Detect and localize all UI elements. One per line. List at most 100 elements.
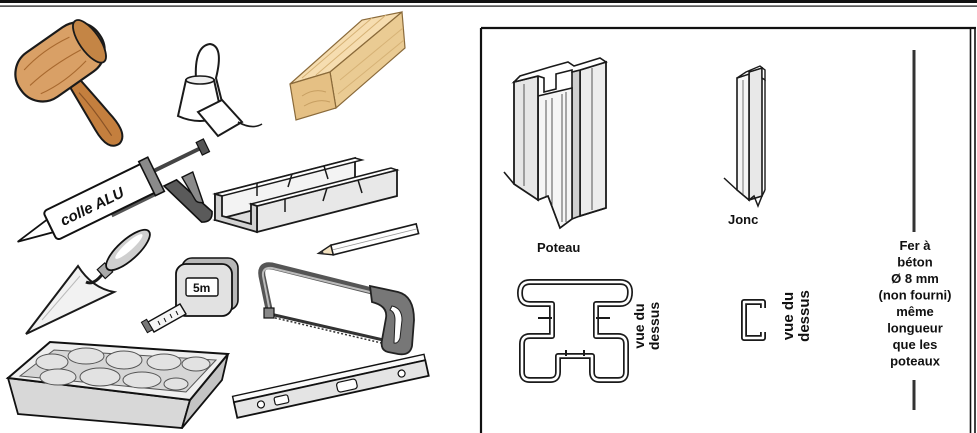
post-right-face bbox=[579, 60, 607, 218]
caulking-gun-frame bbox=[137, 156, 166, 197]
wood-beam-rings bbox=[301, 90, 331, 107]
trowel-handle-highlight bbox=[115, 234, 143, 259]
rebar-note-line: longueur bbox=[887, 321, 943, 336]
post-channel-lines bbox=[523, 68, 593, 222]
miter-box-front-slots bbox=[284, 179, 363, 212]
miter-box-end bbox=[214, 192, 258, 234]
trowel-handle-group bbox=[96, 228, 151, 280]
mortar-lump bbox=[181, 356, 211, 372]
post-label: Poteau bbox=[537, 240, 580, 255]
mallet bbox=[14, 19, 124, 147]
plumb-bob bbox=[176, 42, 263, 138]
mortar-lump bbox=[146, 353, 182, 371]
pencil-facet bbox=[331, 228, 418, 251]
rod-channel-label: Jonc bbox=[728, 212, 758, 227]
rebar-note-line: même bbox=[896, 304, 934, 319]
hacksaw bbox=[258, 262, 415, 356]
rod-channel-back bbox=[748, 66, 763, 202]
tape-measure-ticks bbox=[157, 310, 179, 326]
rod-channel-3d-view bbox=[723, 65, 766, 209]
rebar-note-line: que les bbox=[893, 337, 938, 352]
rod-channel-section-inner bbox=[742, 300, 765, 340]
top-border-thin-line bbox=[0, 5, 977, 7]
rod-channel-top-view-label-line-2: dessus bbox=[796, 290, 813, 342]
rebar-note-line: Fer à bbox=[899, 238, 931, 253]
pencil-tip bbox=[316, 244, 335, 256]
mortar-tray bbox=[5, 340, 231, 429]
mortar-lump bbox=[35, 353, 69, 371]
post-top-view bbox=[517, 279, 633, 383]
rod-channel-top bbox=[736, 65, 766, 82]
hacksaw-blade bbox=[269, 312, 393, 344]
post-top-view-label: vue du dessus bbox=[631, 302, 662, 350]
mortar-lump bbox=[67, 347, 105, 365]
post-3d-view bbox=[503, 57, 608, 230]
wood-beam-grain bbox=[301, 14, 405, 95]
mortar-lump bbox=[105, 350, 143, 370]
post-channel bbox=[537, 86, 573, 230]
plumb-bob-plate bbox=[196, 98, 244, 138]
mortar-lump bbox=[122, 371, 162, 389]
caulking-gun: colle ALU bbox=[17, 138, 213, 243]
spirit-level-hole bbox=[397, 369, 406, 378]
spirit-level bbox=[231, 353, 430, 419]
rod-channel-top-view bbox=[741, 299, 766, 341]
pencil bbox=[316, 222, 420, 256]
spirit-level-hole bbox=[256, 400, 266, 409]
spirit-level-vial bbox=[336, 378, 358, 393]
rebar-note-line: (non fourni) bbox=[879, 288, 952, 303]
tape-measure-label-window bbox=[185, 277, 219, 297]
post-section-hooks bbox=[538, 317, 610, 356]
hacksaw-handle bbox=[368, 284, 415, 356]
rod-channel-top-view-label-line-1: vue du bbox=[780, 292, 797, 340]
components-panel: Poteau Jonc vue du dessus vue du bbox=[479, 26, 976, 433]
top-border-thick-line bbox=[0, 0, 977, 3]
tape-measure-label: 5m bbox=[193, 281, 210, 295]
post-section-outline bbox=[517, 279, 633, 383]
rebar-note-line: poteaux bbox=[890, 354, 941, 369]
plumb-bob-line bbox=[237, 121, 263, 128]
trowel-blade-shade bbox=[41, 275, 81, 321]
rebar-note-line: Ø 8 mm bbox=[891, 271, 939, 286]
rebar-note-line: béton bbox=[897, 255, 932, 270]
miter-box-back-slots bbox=[256, 165, 329, 196]
plumb-bob-string-loop bbox=[194, 42, 223, 103]
rod-channel-section-outline bbox=[741, 299, 766, 341]
mortar-lump bbox=[79, 367, 121, 387]
pencil-lead bbox=[318, 250, 324, 254]
caulking-nozzle bbox=[17, 218, 55, 243]
post-left-face bbox=[513, 74, 539, 202]
mortar-lump bbox=[39, 368, 77, 386]
wood-beam-end bbox=[289, 71, 337, 121]
caulking-gun-plunger-end bbox=[195, 138, 211, 156]
hacksaw-handle-grip-hole bbox=[389, 305, 403, 344]
mallet-handle bbox=[67, 76, 124, 147]
top-border bbox=[0, 0, 977, 7]
tape-measure-blade bbox=[147, 303, 187, 333]
hacksaw-wing-nut bbox=[263, 307, 275, 319]
tape-measure: 5m bbox=[140, 257, 239, 334]
caulking-gun-rod bbox=[148, 145, 204, 176]
post-break-line bbox=[503, 171, 607, 230]
caulking-gun-trigger bbox=[180, 170, 205, 204]
hacksaw-blade-teeth bbox=[270, 316, 391, 346]
post-edge bbox=[571, 68, 581, 221]
plumb-bob-top bbox=[185, 75, 215, 85]
mallet-head-grain bbox=[23, 36, 87, 95]
post-top-profile bbox=[511, 57, 608, 94]
caulking-gun-handle bbox=[162, 178, 213, 223]
rod-channel-top-view-label: vue du dessus bbox=[780, 290, 813, 342]
mortar-lump bbox=[163, 377, 189, 391]
spirit-level-vial bbox=[273, 394, 290, 406]
mortar-lumps bbox=[35, 347, 211, 391]
post-top-view-label-line-1: vue du bbox=[631, 303, 647, 348]
post-top-view-label-line-2: dessus bbox=[646, 302, 662, 350]
rod-channel-break-line bbox=[723, 177, 766, 209]
mallet-face bbox=[72, 19, 107, 64]
post-section-inner bbox=[518, 280, 632, 382]
miter-box bbox=[212, 156, 400, 234]
tape-measure-hook bbox=[140, 318, 154, 334]
tools-panel: colle ALU bbox=[5, 10, 430, 429]
trowel bbox=[25, 228, 151, 335]
